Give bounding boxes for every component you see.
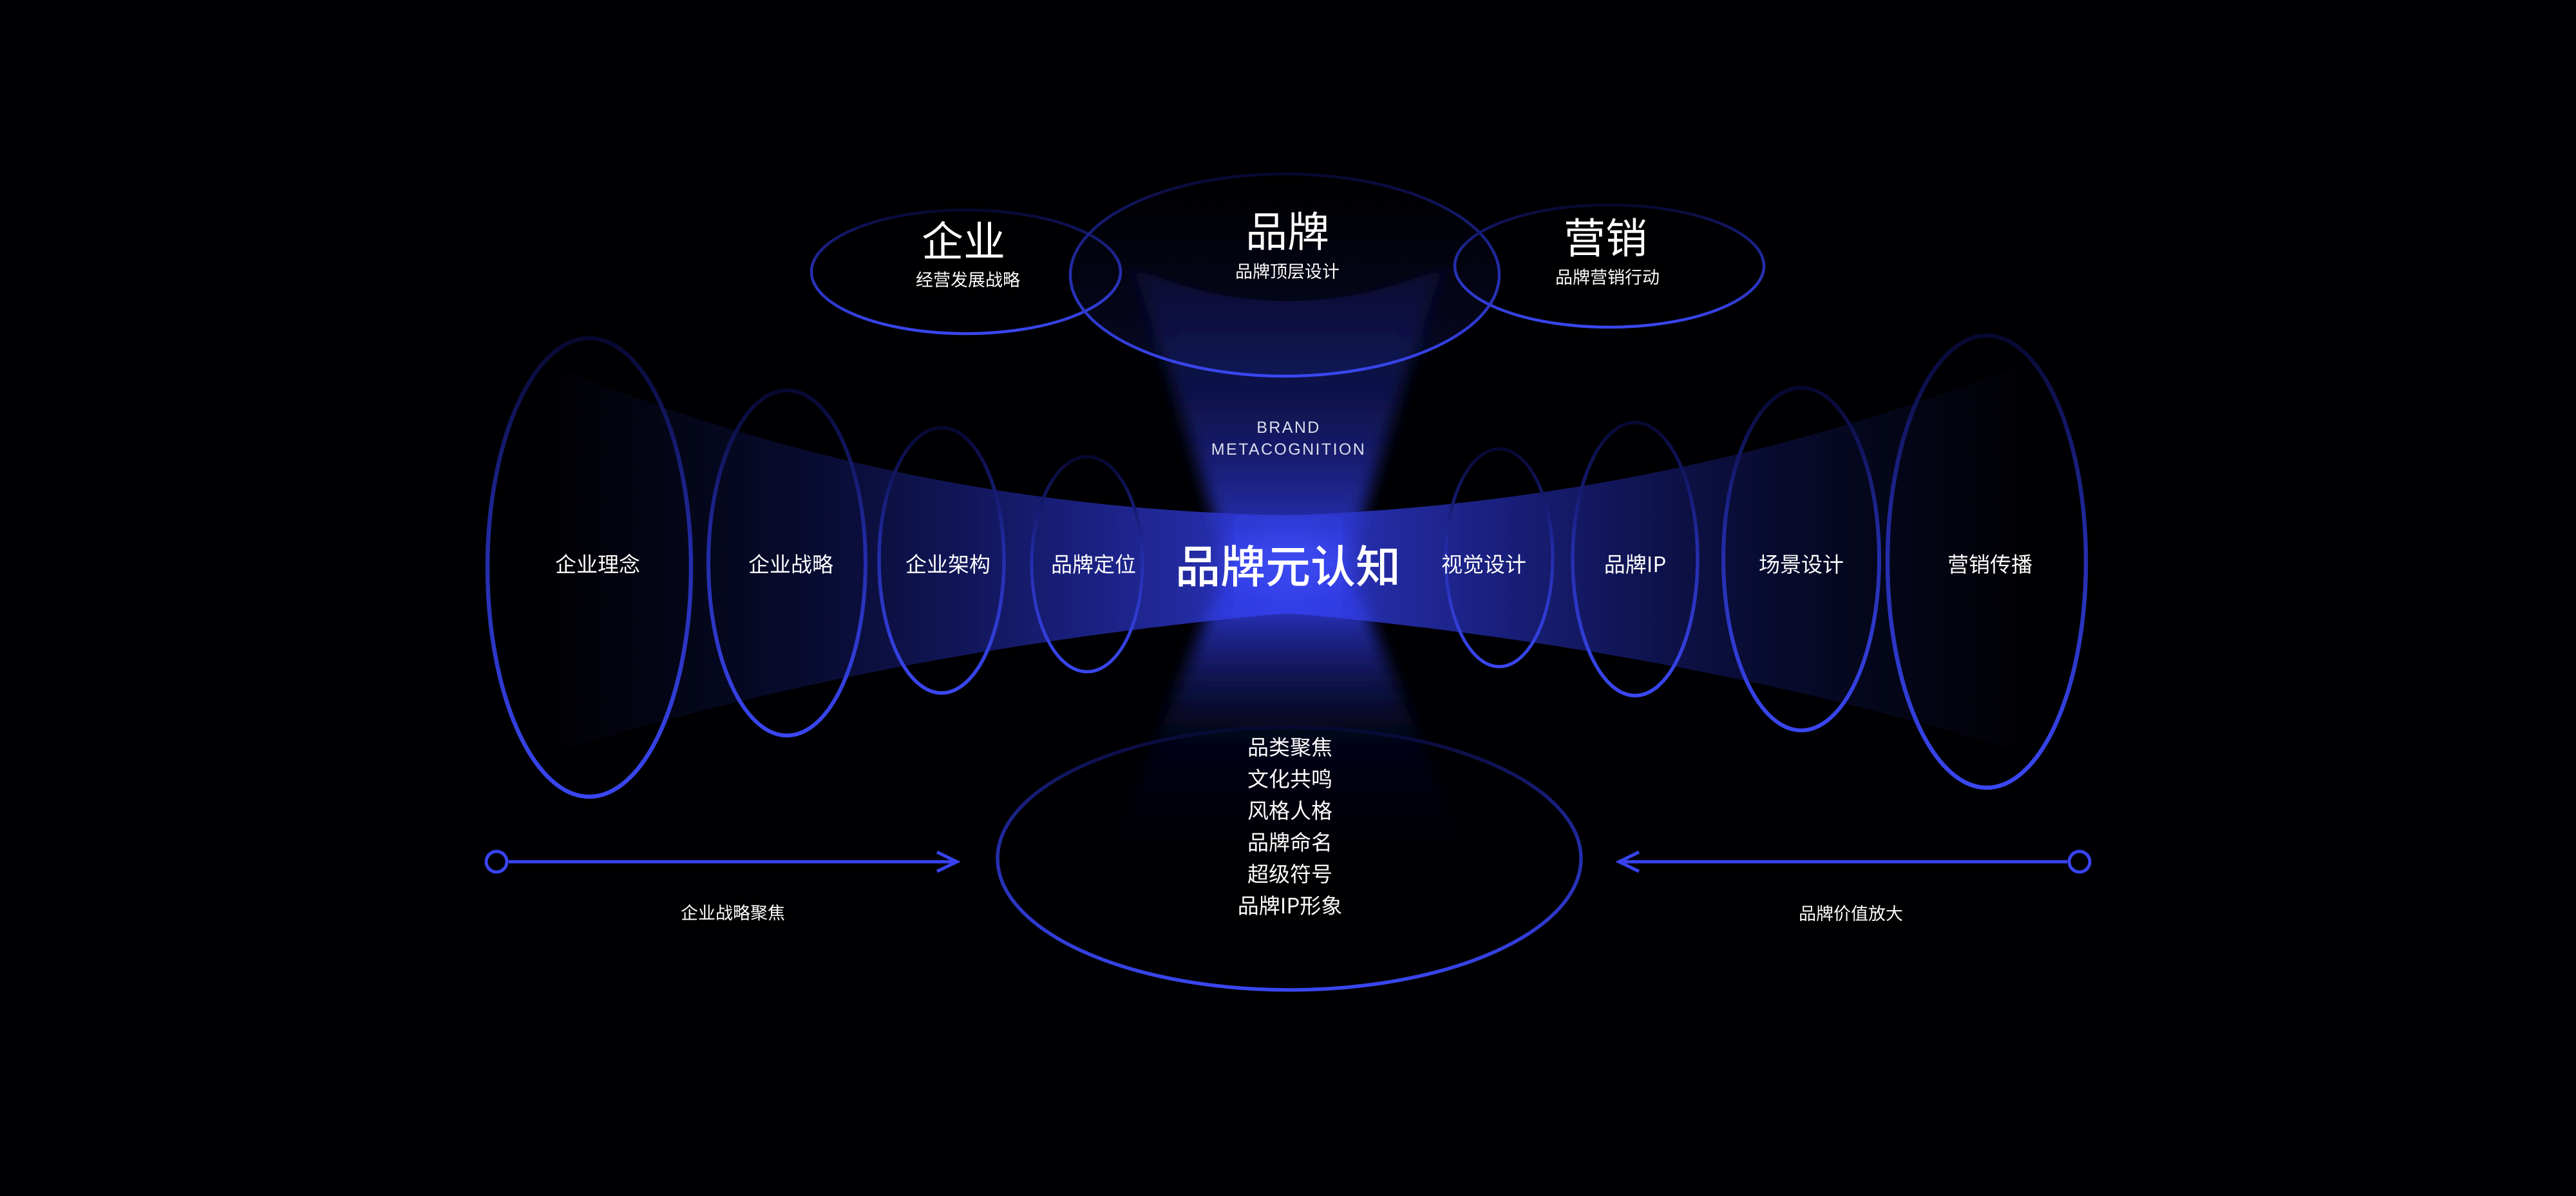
svg-text:METACOGNITION: METACOGNITION bbox=[1211, 441, 1366, 459]
svg-text:BRAND: BRAND bbox=[1256, 419, 1321, 437]
